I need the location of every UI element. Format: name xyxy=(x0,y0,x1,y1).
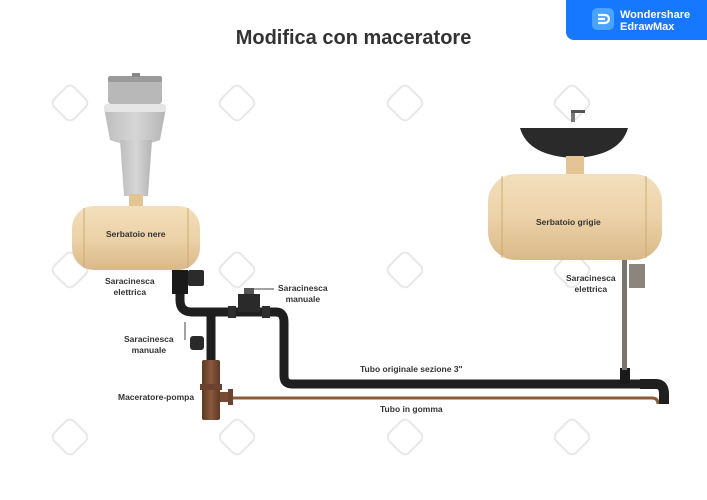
rubber-hose xyxy=(233,396,660,405)
black-pipe-left xyxy=(175,270,656,389)
tank-black-label: Serbatoio nere xyxy=(106,229,166,239)
edrawmax-badge[interactable]: Wondershare EdrawMax xyxy=(566,0,707,40)
valve-manual-left-label: Saracinesca manuale xyxy=(124,334,174,355)
grey-water-tank-icon xyxy=(488,174,662,260)
pipe-rubber-label: Tubo in gomma xyxy=(380,404,443,414)
badge-line1: Wondershare xyxy=(620,9,691,21)
manual-valve-left-icon xyxy=(190,336,204,350)
electric-valve-right-icon xyxy=(629,264,645,288)
tank-grey-label: Serbatoio grigie xyxy=(536,217,601,227)
manual-valve-top-icon xyxy=(238,294,260,312)
badge-line2: EdrawMax xyxy=(620,21,675,33)
electric-valve-left-icon xyxy=(172,270,188,294)
diagram-title: Modifica con maceratore xyxy=(235,27,472,49)
valve-manual-top-label: Saracinesca manuale xyxy=(278,283,328,304)
edrawmax-logo-icon xyxy=(592,8,614,30)
black-water-tank-icon xyxy=(72,206,200,270)
macerator-pump-icon xyxy=(200,360,233,420)
pipe-original-label: Tubo originale sezione 3" xyxy=(360,364,463,374)
macerator-label: Maceratore-pompa xyxy=(118,392,195,402)
sink-icon xyxy=(520,110,628,174)
valve-electric-left-label: Saracinesca elettrica xyxy=(105,276,155,297)
valve-electric-right-label: Saracinesca elettrica xyxy=(566,273,616,294)
toilet-icon xyxy=(104,73,166,208)
